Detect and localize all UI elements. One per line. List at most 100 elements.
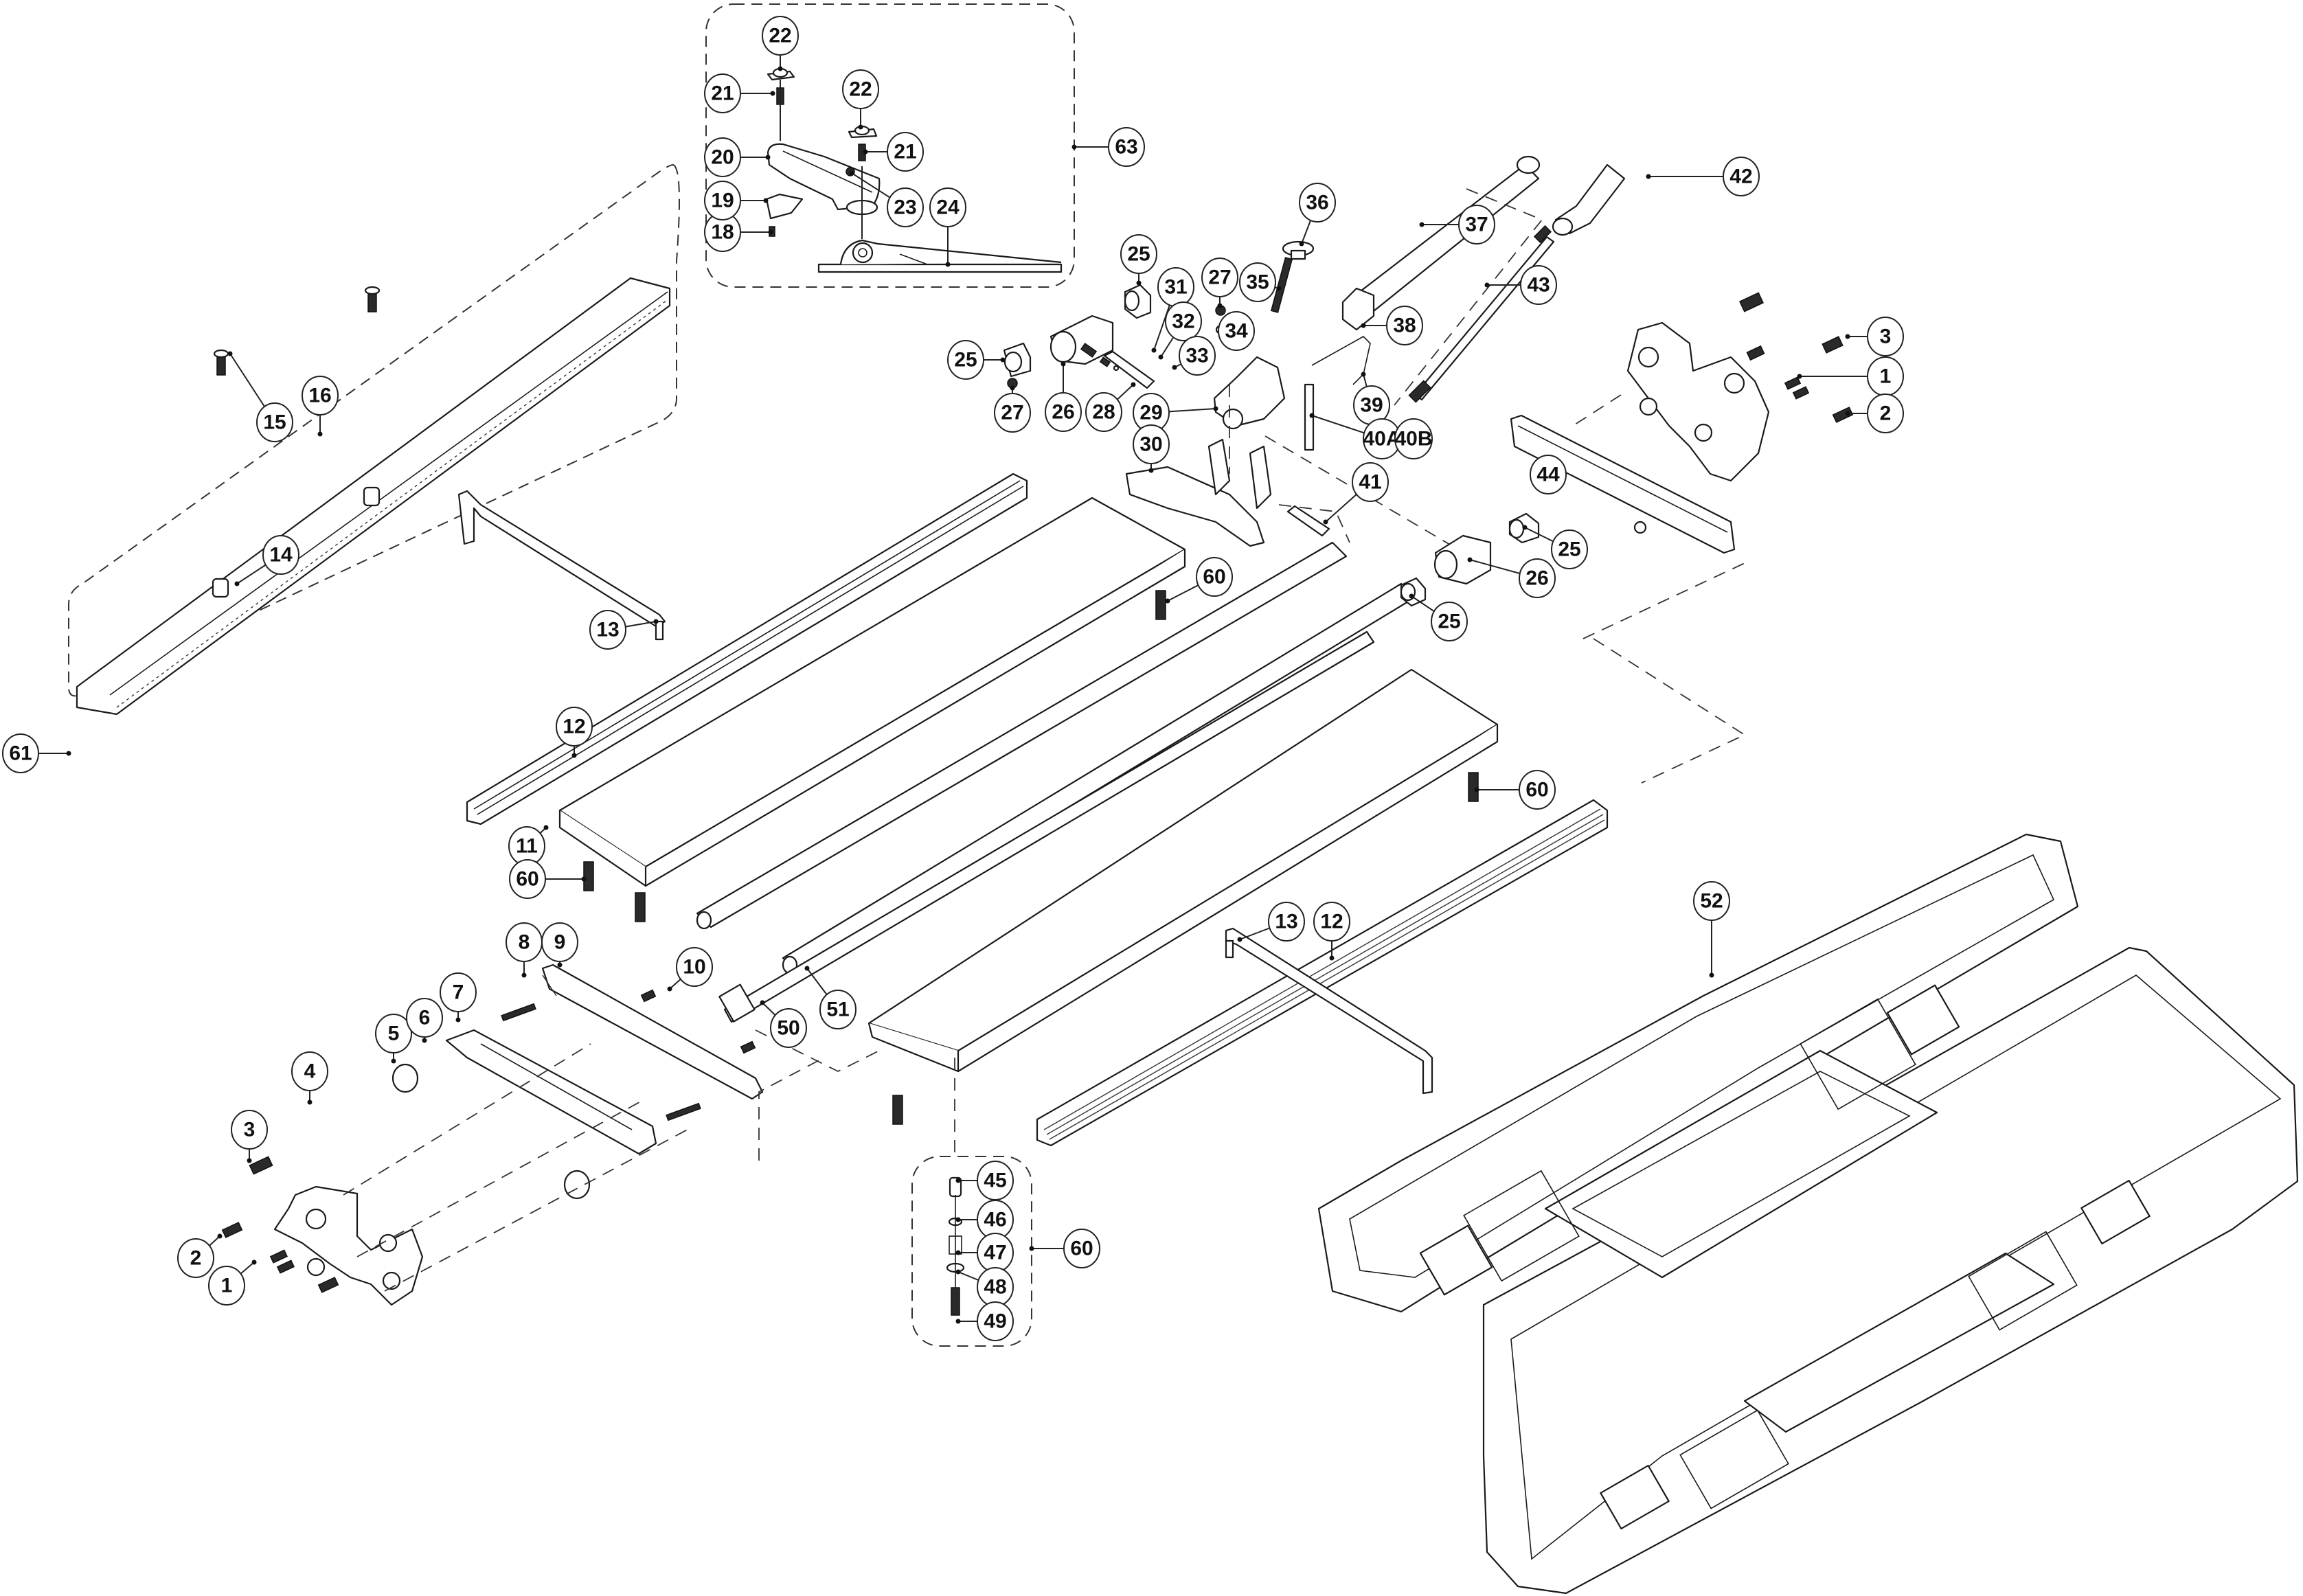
callout-label: 40B [1394,428,1432,451]
angle-guide-part-24 [817,239,1063,273]
callout-circle [1867,317,1904,356]
callout-label: 20 [711,146,734,169]
callout-label: 44 [1536,464,1560,486]
callout-34: 34 [1218,311,1255,351]
leader-dot [763,198,769,203]
callout-26: 26 [1045,392,1082,432]
callout-label: 45 [984,1170,1006,1192]
callout-label: 34 [1225,320,1248,343]
callout-60: 60 [1519,770,1556,810]
stud-part-60e [892,1095,903,1125]
callout-label: 26 [1525,567,1548,590]
callout-label: 61 [9,742,32,765]
callout-25: 25 [947,340,984,380]
callout-circle [1693,881,1730,921]
callout-28: 28 [1085,392,1122,432]
callout-label: 25 [1127,243,1150,266]
leader-dot [955,1269,961,1275]
callout-16: 16 [302,376,339,415]
callout-circle [1165,301,1202,341]
callout-circle [1530,455,1567,494]
leader-dot [945,262,951,267]
grip-part-42 [1552,163,1626,236]
callout-circle [1520,265,1557,305]
callout-2: 2 [177,1238,214,1278]
callout-9: 9 [541,922,578,962]
callout-label: 4 [304,1060,316,1083]
callout-label: 12 [563,716,585,738]
bushing-part-25b [1003,342,1032,378]
callout-circle [977,1301,1014,1341]
callout-label: 21 [894,141,916,163]
tool-case-part-52 [1317,833,2299,1595]
callout-label: 38 [1393,315,1416,337]
callout-circle [842,69,879,109]
leader-dot [1029,1246,1034,1251]
callout-label: 35 [1246,271,1269,294]
stud-assembly-parts [946,1176,965,1316]
callout-circle [1394,418,1433,459]
callout-label: 29 [1139,402,1162,424]
leader-dot [521,972,527,978]
callout-label: 8 [519,931,530,954]
frame-part-7 [445,1029,657,1155]
callout-27: 27 [994,393,1031,433]
leader-dot [1646,174,1651,179]
callout-22: 22 [762,16,799,56]
leader-dot [1136,280,1142,286]
inset-frame-61 [68,163,680,697]
leader-dot [1151,347,1157,353]
callout-32: 32 [1165,301,1202,341]
leader-dot [1172,365,1177,370]
callout-label: 6 [419,1007,431,1029]
callout-label: 50 [777,1017,799,1040]
callout-6: 6 [406,998,443,1038]
callout-circle [770,1008,807,1048]
callout-circle [256,402,293,442]
wing-knob-part-22b [848,125,878,139]
leader-dot [955,1250,961,1255]
callout-33: 33 [1179,336,1216,376]
leader-dot [1217,303,1223,308]
callout-23: 23 [887,187,924,227]
callout-label: 13 [596,619,619,641]
leader-dot [1010,385,1015,391]
callout-label: 5 [388,1023,400,1045]
callout-61: 61 [2,733,39,773]
leader-dot [804,966,810,971]
rod-part-43 [1408,225,1555,403]
callout-14: 14 [262,535,299,575]
callout-label: 24 [936,196,960,219]
callout-label: 9 [554,931,566,954]
callout-circle [1458,205,1495,244]
leader-dot [422,1038,427,1043]
carriage-part-26b [1433,534,1492,585]
leader-dot [765,155,771,160]
callout-circle [1352,462,1389,502]
callout-circle [1063,1229,1100,1268]
callout-label: 21 [711,82,734,105]
stud-part-60a [1155,590,1166,620]
leader-dot [667,986,672,992]
callout-circle [231,1110,268,1150]
pin-part-28 [1103,350,1155,389]
callout-2: 2 [1867,394,1904,433]
callout-label: 2 [1880,402,1892,425]
callout-label: 33 [1185,345,1208,367]
leader-dot [1845,334,1850,339]
leader-dot [217,1233,223,1239]
callout-circle [1045,392,1082,432]
callout-circle [2,733,39,773]
callout-label: 3 [244,1119,256,1141]
callout-31: 31 [1157,267,1194,307]
callout-label: 25 [1558,538,1580,561]
callout-12: 12 [556,707,593,746]
callout-circle [1218,311,1255,351]
callout-25: 25 [1551,529,1588,569]
callout-label: 31 [1164,276,1187,299]
callout-circle [887,187,924,227]
callout-circle [704,181,741,220]
callout-15: 15 [256,402,293,442]
leader-dot [768,229,773,235]
callout-63: 63 [1108,127,1145,167]
